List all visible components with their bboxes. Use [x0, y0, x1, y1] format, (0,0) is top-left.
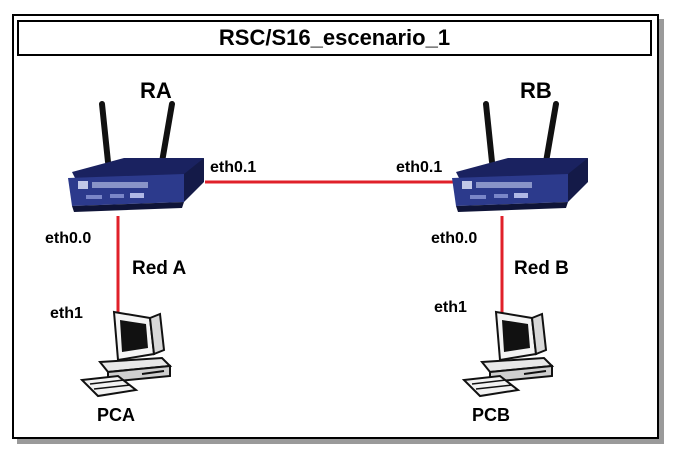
network-a-label: Red A	[132, 258, 186, 279]
diagram-title: RSC/S16_escenario_1	[17, 20, 652, 56]
pca-interface-label: eth1	[50, 305, 83, 322]
desktop-computer-icon	[81, 311, 171, 397]
wireless-router-icon	[68, 104, 204, 212]
desktop-computer-icon	[463, 311, 553, 397]
ra-wan-interface-label: eth0.1	[210, 159, 256, 176]
network-b-label: Red B	[514, 258, 569, 279]
ra-lan-interface-label: eth0.0	[45, 230, 91, 247]
router-rb-label: RB	[520, 78, 552, 103]
rb-lan-interface-label: eth0.0	[431, 230, 477, 247]
wireless-router-icon	[452, 104, 588, 212]
rb-wan-interface-label: eth0.1	[396, 159, 442, 176]
router-ra-label: RA	[140, 78, 172, 103]
pcb-interface-label: eth1	[434, 299, 467, 316]
pcb-label: PCB	[472, 405, 510, 425]
pca-label: PCA	[97, 405, 135, 425]
